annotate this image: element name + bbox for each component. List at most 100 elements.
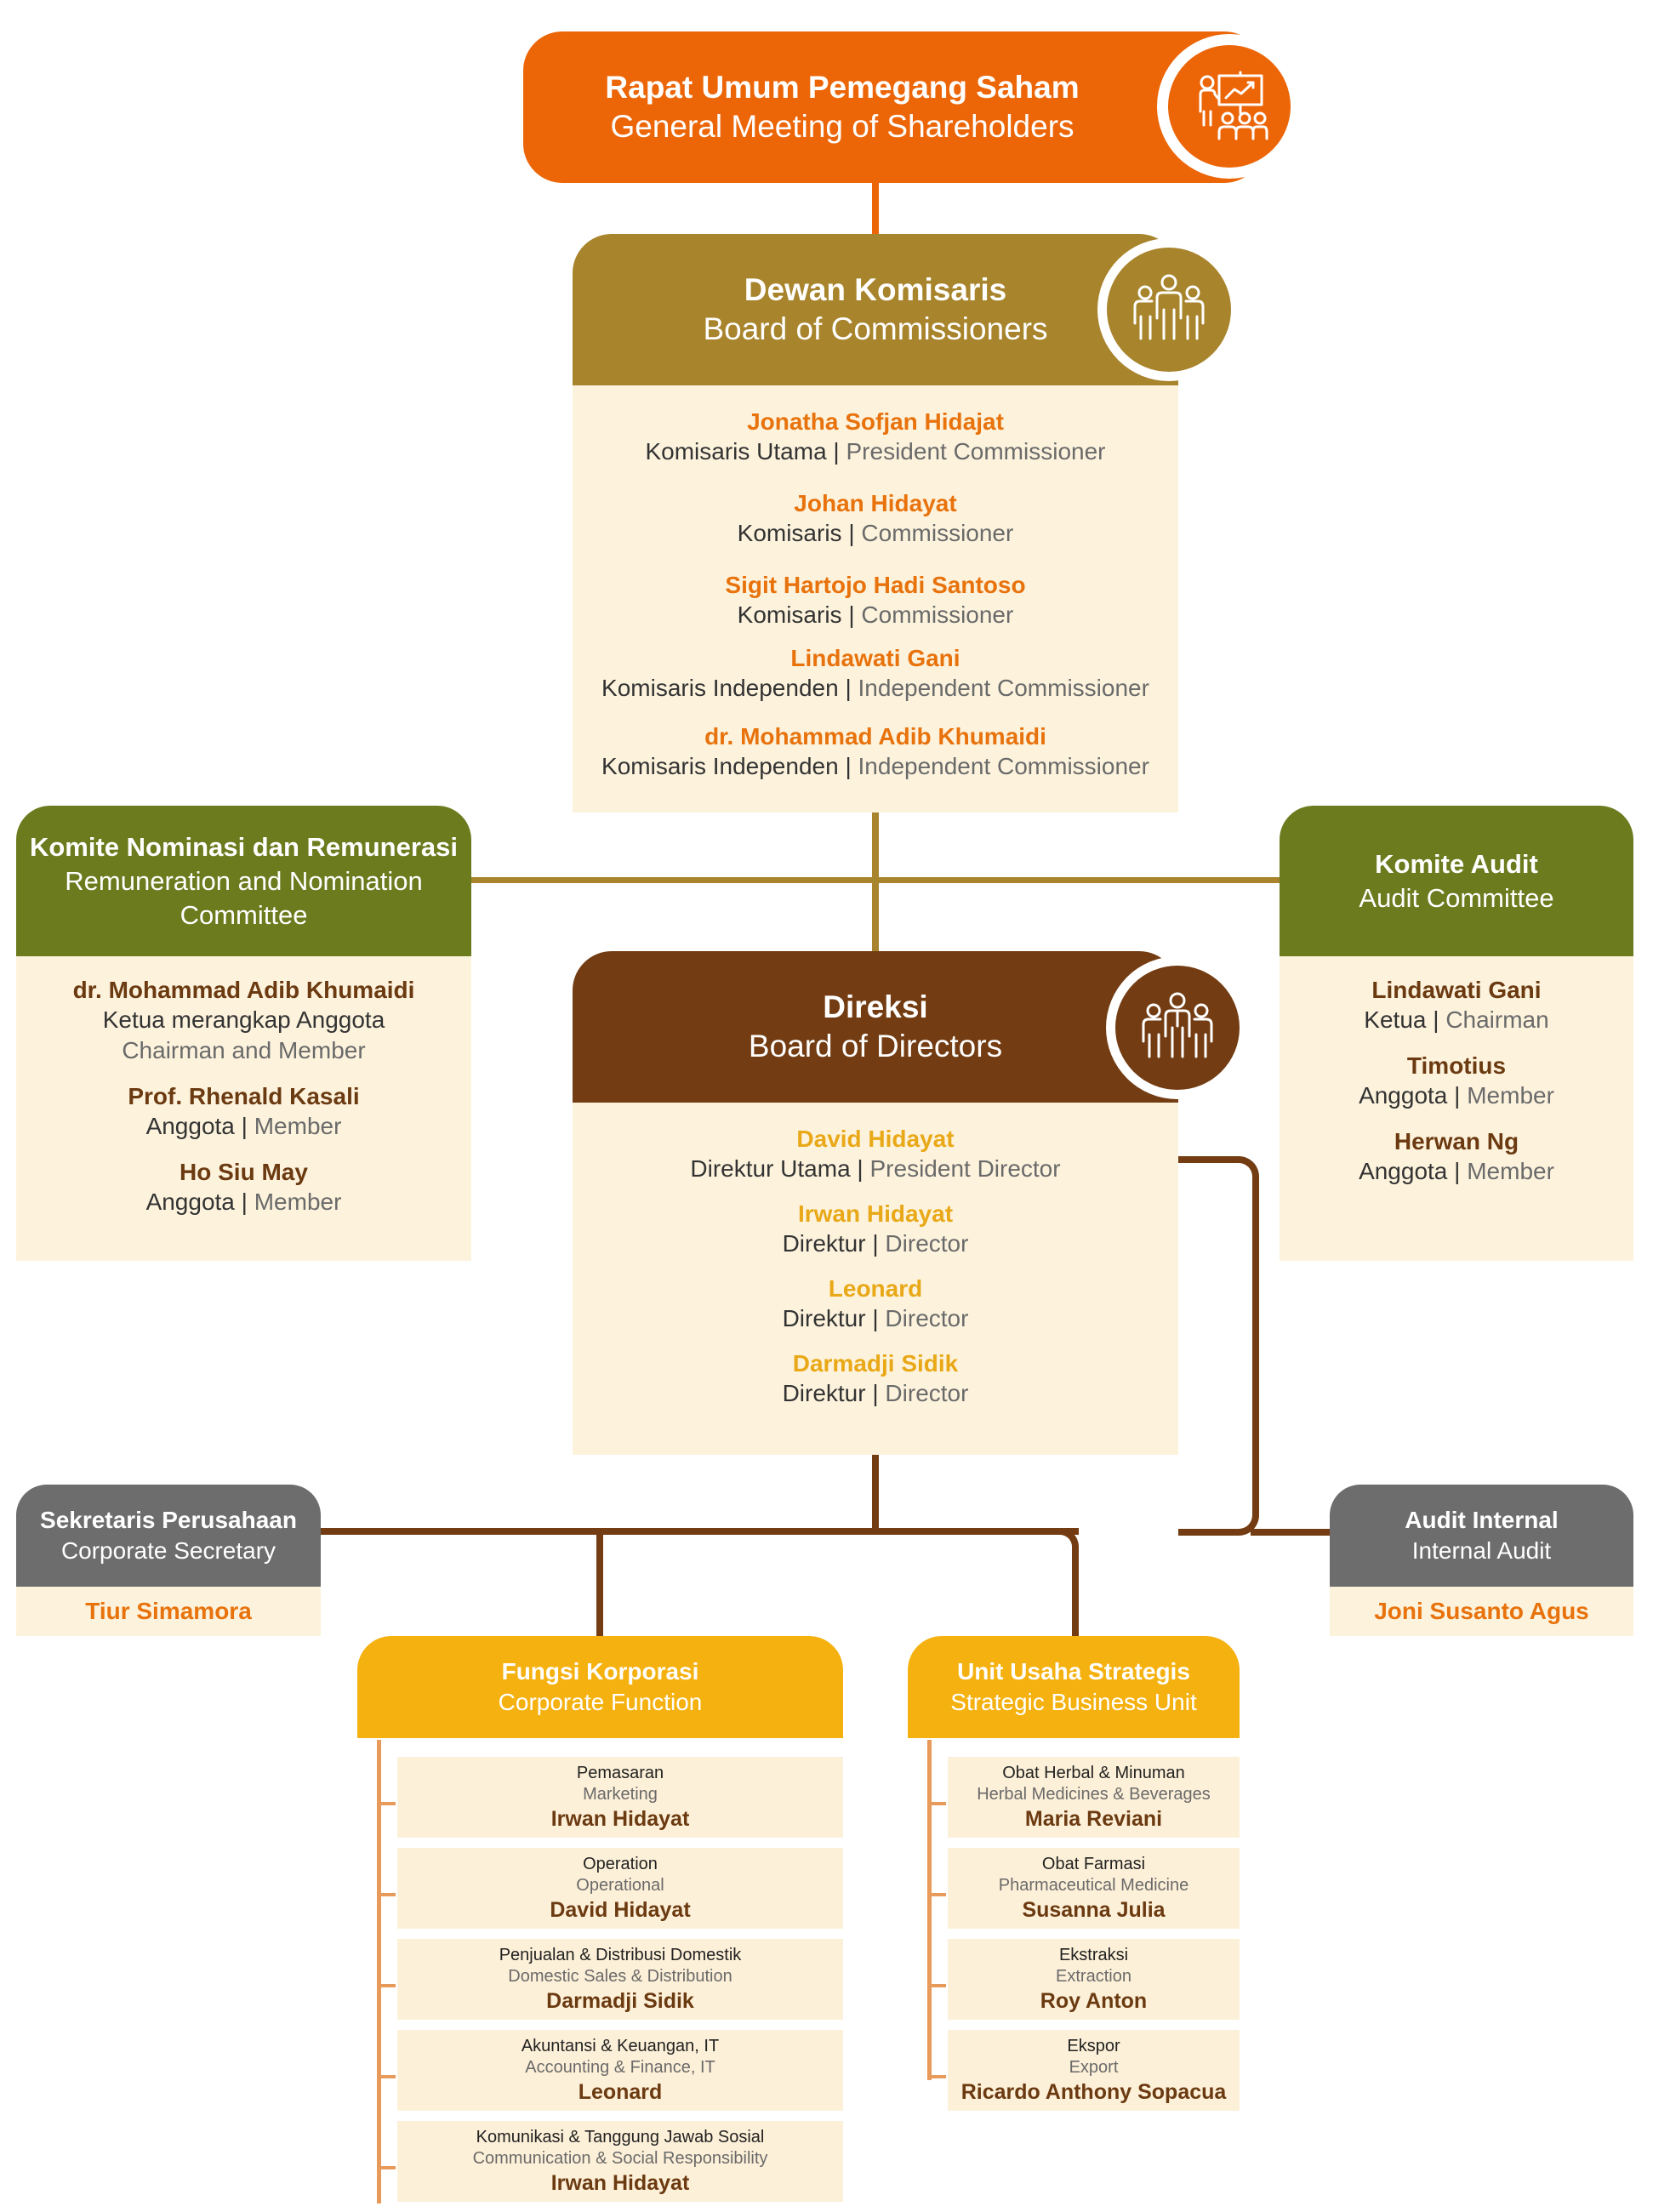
sbu-bracket [927,1740,932,2080]
commissioners-title-id: Dewan Komisaris [744,272,1007,307]
directors-header: Direksi Board of Directors [573,951,1178,1103]
corp-function-title-en: Corporate Function [498,1689,703,1715]
unit-head-name: Leonard [578,2079,663,2104]
nomination-member: dr. Mohammad Adib Khumaidi Ketua merangk… [16,975,471,1066]
unit-title-en: Extraction [1056,1966,1131,1986]
sbu-title-id: Unit Usaha Strategis [957,1658,1190,1685]
nomination-member: Prof. Rhenald Kasali Anggota | Member [16,1081,471,1142]
member-role-id: Direktur Utama [690,1155,851,1182]
unit-title-en: Marketing [583,1784,658,1804]
member-role-id: Direktur [782,1380,866,1406]
unit-title-en: Operational [576,1875,664,1895]
directors-body: David Hidayat Direktur Utama | President… [573,1103,1178,1455]
member-role-en: President Director [869,1155,1061,1182]
nomination-title-en-1: Remuneration and Nomination [65,865,423,896]
unit-title-id: Akuntansi & Keuangan, IT [521,2036,720,2055]
unit-head-name: Roy Anton [1040,1988,1148,2013]
connector-internal-audit-stub [1251,1529,1332,1536]
rups-header: Rapat Umum Pemegang Saham General Meetin… [523,31,1263,183]
member-role-id: Komisaris Utama [645,438,827,465]
internal-audit-body: Joni Susanto Agus [1330,1587,1633,1636]
nomination-title-id: Komite Nominasi dan Remunerasi [29,831,458,862]
member-role-id: Komisaris [737,520,842,546]
audit-committee-member: Timotius Anggota | Member [1280,1051,1633,1111]
member-role-id: Direktur [782,1305,866,1331]
sbu-title-en: Strategic Business Unit [950,1689,1197,1715]
member-role: Ketua | Chairman [1364,1006,1549,1033]
director-entry: Darmadji Sidik Direktur | Director [573,1349,1178,1409]
member-role-en: Chairman and Member [122,1037,366,1063]
sbu-unit: Obat Herbal & Minuman Herbal Medicines &… [948,1757,1240,1838]
member-name: dr. Mohammad Adib Khumaidi [704,723,1046,750]
member-role-en: Independent Commissioner [858,753,1149,779]
member-name: David Hidayat [796,1126,955,1152]
member-role-id: Komisaris [737,601,842,628]
unit-head-name: Irwan Hidayat [550,1806,690,1831]
connector-branch-horizontal [306,1528,1079,1535]
internal-audit-header: Audit Internal Internal Audit [1330,1485,1633,1587]
corp-function-tick [377,1893,396,1896]
corp-secretary-body: Tiur Simamora [16,1587,321,1636]
internal-audit-title-en: Internal Audit [1411,1537,1552,1564]
nomination-committee-header: Komite Nominasi dan Remunerasi Remunerat… [16,806,471,956]
commissioner-entry: dr. Mohammad Adib Khumaidi Komisaris Ind… [573,722,1178,782]
member-role: Anggota | Member [1359,1082,1554,1109]
member-name: Lindawati Gani [1371,977,1542,1003]
connector-branch-corner [1038,1528,1079,1569]
member-role-en: Member [254,1113,342,1139]
member-role: Komisaris | Commissioner [737,520,1014,546]
member-role-id: Anggota [1359,1082,1448,1109]
member-role: Direktur | Director [782,1230,969,1257]
member-name: Timotius [1406,1052,1507,1079]
member-name: Sigit Hartojo Hadi Santoso [725,572,1026,598]
member-role-id: Ketua [1364,1006,1427,1033]
audit-committee-body: Lindawati Gani Ketua | Chairman Timotius… [1280,956,1633,1261]
connector-branch-corp [596,1528,603,1639]
member-role: Anggota | Member [145,1113,342,1139]
member-role-id: Anggota [145,1113,235,1139]
corp-function-bracket [377,1740,381,2203]
corp-function-unit: Komunikasi & Tanggung Jawab Sosial Commu… [397,2121,843,2202]
director-entry: Leonard Direktur | Director [573,1274,1178,1334]
sbu-tick [927,1893,946,1896]
audit-committee-title-id: Komite Audit [1375,848,1538,879]
commissioner-entry: Sigit Hartojo Hadi Santoso Komisaris | C… [573,571,1178,630]
corp-secretary-title-en: Corporate Secretary [60,1537,276,1564]
member-name: Jonatha Sofjan Hidajat [747,408,1004,435]
member-role: Komisaris Independen | Independent Commi… [601,753,1149,779]
member-role-en: Member [1467,1158,1554,1184]
unit-head-name: Ricardo Anthony Sopacua [960,2079,1227,2104]
corp-function-unit: Pemasaran Marketing Irwan Hidayat [397,1757,843,1838]
member-role-en: Chairman [1445,1006,1549,1033]
audit-committee-header: Komite Audit Audit Committee [1280,806,1633,956]
nomination-title-en-2: Committee [180,899,308,930]
audit-committee-title-en: Audit Committee [1359,882,1554,913]
member-role-en: Member [1467,1082,1554,1109]
nomination-member: Ho Siu May Anggota | Member [16,1157,471,1217]
unit-head-name: Darmadji Sidik [546,1988,694,2013]
unit-head-name: Susanna Julia [1022,1897,1166,1922]
member-role-id: Anggota [1359,1158,1448,1184]
member-role: Anggota | Member [145,1189,342,1215]
member-name: Irwan Hidayat [797,1200,954,1227]
sbu-header: Unit Usaha Strategis Strategic Business … [908,1636,1240,1738]
people-group-icon [1107,248,1231,372]
unit-title-en: Domestic Sales & Distribution [508,1966,732,1986]
sbu-unit: Ekspor Export Ricardo Anthony Sopacua [948,2030,1240,2111]
audit-committee-member: Lindawati Gani Ketua | Chairman [1280,975,1633,1035]
member-role-id: Direktur [782,1230,866,1257]
sbu-unit: Ekstraksi Extraction Roy Anton [948,1939,1240,2020]
corp-function-tick [377,1984,396,1987]
member-name: Lindawati Gani [790,645,960,671]
director-entry: Irwan Hidayat Direktur | Director [573,1200,1178,1259]
connector-committees [468,877,1285,883]
commissioner-entry: Johan Hidayat Komisaris | Commissioner [573,489,1178,549]
member-name: Ho Siu May [180,1159,308,1185]
corp-secretary-title-id: Sekretaris Perusahaan [40,1507,297,1533]
corp-function-unit: Operation Operational David Hidayat [397,1848,843,1929]
connector-rups-commissioners [872,179,879,238]
internal-audit-name: Joni Susanto Agus [1374,1598,1589,1624]
corp-function-unit: Penjualan & Distribusi Domestik Domestic… [397,1939,843,2020]
people-group-icon [1115,966,1240,1090]
member-name: dr. Mohammad Adib Khumaidi [72,977,415,1003]
